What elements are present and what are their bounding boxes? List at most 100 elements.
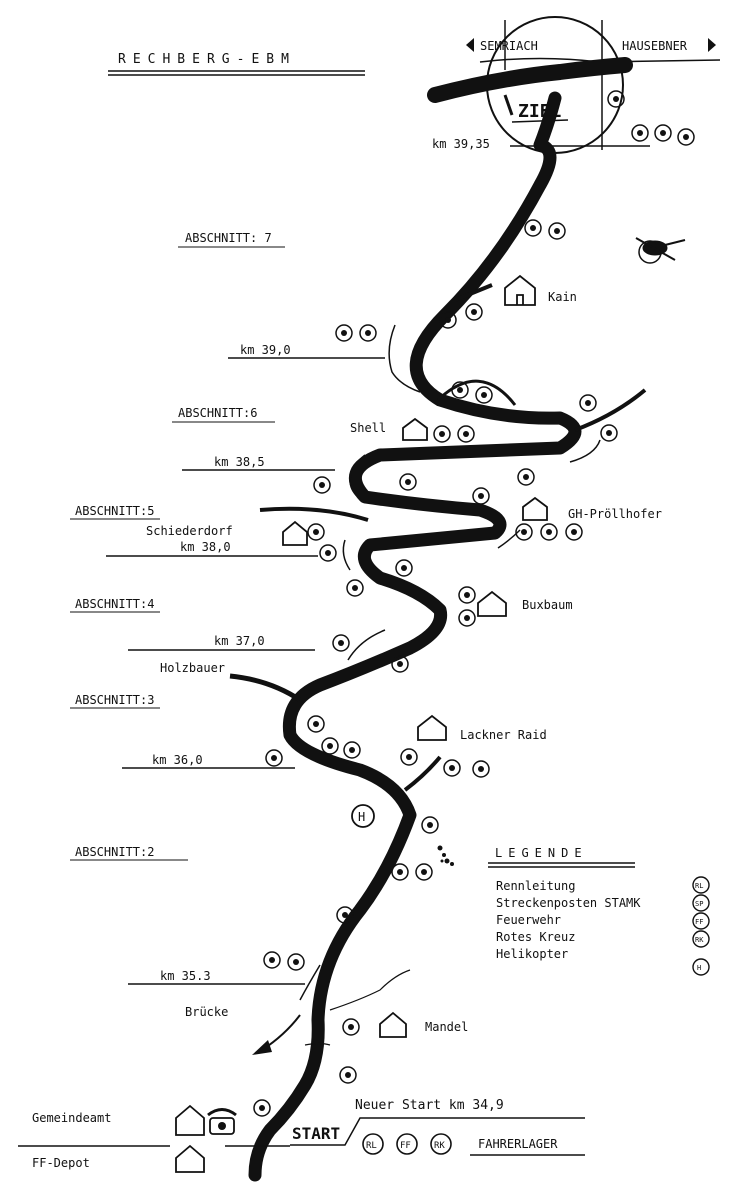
barrier-hatching xyxy=(299,324,601,1001)
post-marker-circle xyxy=(475,386,493,404)
post-marker-dot xyxy=(546,529,552,535)
post-marker-dot xyxy=(478,493,484,499)
legend-code-h: H xyxy=(697,964,701,972)
post-marker-circle xyxy=(287,953,305,971)
post-marker-dot xyxy=(365,330,371,336)
legend-code-ff: FF xyxy=(695,918,703,926)
post-marker-circle xyxy=(321,737,339,755)
post-marker-circle xyxy=(540,523,558,541)
legend-feuerwehr: Feuerwehr xyxy=(496,913,561,927)
legend-code-sp: SP xyxy=(695,900,703,908)
post-marker-circle xyxy=(458,586,476,604)
post-marker-dot xyxy=(397,869,403,875)
post-marker-dot xyxy=(571,529,577,535)
post-marker-dot xyxy=(463,431,469,437)
section-6: ABSCHNITT:6 xyxy=(178,406,257,420)
section-5: ABSCHNITT:5 xyxy=(75,504,154,518)
post-marker-circle xyxy=(391,863,409,881)
helipad-code: H xyxy=(358,810,365,824)
post-marker-circle xyxy=(433,425,451,443)
label-lackner: Lackner Raid xyxy=(460,728,547,742)
post-marker-circle xyxy=(332,634,350,652)
label-fahrerlager: FAHRERLAGER xyxy=(478,1137,558,1151)
section-7: ABSCHNITT: 7 xyxy=(185,231,272,245)
post-marker-circle xyxy=(263,951,281,969)
label-new-start: Neuer Start km 34,9 xyxy=(355,1098,504,1113)
post-marker-circle xyxy=(654,124,672,142)
label-semriach: SEMRIACH xyxy=(480,39,538,53)
legend-rennleitung: Rennleitung xyxy=(496,879,575,893)
post-marker-dot xyxy=(405,479,411,485)
post-marker-circle xyxy=(631,124,649,142)
post-marker-circle xyxy=(307,523,325,541)
post-marker-circle xyxy=(439,311,457,329)
post-marker-dot xyxy=(325,550,331,556)
label-hausebner: HAUSEBNER xyxy=(622,39,688,53)
legend-rotes-kreuz: Rotes Kreuz xyxy=(496,930,575,944)
legend-streckenposten: Streckenposten STAMK xyxy=(496,896,641,910)
post-marker-dot xyxy=(341,330,347,336)
post-marker-dot xyxy=(421,869,427,875)
post-marker-circle xyxy=(399,473,417,491)
arrow-right-icon xyxy=(708,38,716,52)
legend-title: LEGENDE xyxy=(495,846,588,860)
legend-symbols xyxy=(692,876,710,976)
start-label: START xyxy=(292,1124,340,1143)
post-marker-dot xyxy=(606,430,612,436)
crowd-icon xyxy=(437,845,454,866)
legend-code-rl: RL xyxy=(695,882,703,890)
house-icon-gemeindeamt xyxy=(175,1104,205,1136)
post-marker-dot xyxy=(259,1105,265,1111)
house-icon-lackner xyxy=(417,714,447,741)
label-proellhofer: GH-Pröllhofer xyxy=(568,507,662,521)
helipad-circle xyxy=(351,804,375,828)
post-marker-dot xyxy=(271,755,277,761)
post-marker-dot xyxy=(345,1072,351,1078)
post-marker-circle xyxy=(579,394,597,412)
post-marker-circle xyxy=(443,759,461,777)
post-marker-dot xyxy=(319,482,325,488)
post-marker-circle xyxy=(313,476,331,494)
post-marker-circle xyxy=(391,655,409,673)
post-marker-dot xyxy=(445,317,451,323)
post-marker-dot xyxy=(464,615,470,621)
post-marker-circle xyxy=(400,748,418,766)
post-marker-dot xyxy=(293,959,299,965)
post-marker-circle xyxy=(451,381,469,399)
post-marker-dot xyxy=(406,754,412,760)
post-marker-circle xyxy=(421,816,439,834)
post-marker-dot xyxy=(352,585,358,591)
section-2: ABSCHNITT:2 xyxy=(75,845,154,859)
arrow-left-icon xyxy=(466,38,474,52)
post-marker-circle xyxy=(339,1066,357,1084)
top-road xyxy=(427,57,633,103)
race-track xyxy=(248,91,582,1182)
start-post-rk: RK xyxy=(434,1141,445,1151)
post-marker-circle xyxy=(415,863,433,881)
label-holzbauer: Holzbauer xyxy=(160,661,225,675)
post-marker-circle xyxy=(342,1018,360,1036)
label-gemeindeamt: Gemeindeamt xyxy=(32,1111,111,1125)
post-marker-dot xyxy=(457,387,463,393)
post-marker-dot xyxy=(313,529,319,535)
post-marker-dot xyxy=(401,565,407,571)
post-marker-circle xyxy=(395,559,413,577)
km-39-35: km 39,35 xyxy=(432,137,490,151)
post-marker-dot xyxy=(348,1024,354,1030)
post-marker-circle xyxy=(472,487,490,505)
post-marker-dot xyxy=(349,747,355,753)
post-marker-dot xyxy=(521,529,527,535)
post-marker-dot xyxy=(397,661,403,667)
post-marker-circle xyxy=(336,906,354,924)
km-39-0: km 39,0 xyxy=(240,343,291,357)
post-marker-dot xyxy=(613,96,619,102)
km-38-0: km 38,0 xyxy=(180,540,231,554)
post-marker-circle xyxy=(265,749,283,767)
label-buxbaum: Buxbaum xyxy=(522,598,573,612)
km-36-0: km 36,0 xyxy=(152,753,203,767)
post-marker-dot xyxy=(342,912,348,918)
house-icon-schiederdorf xyxy=(282,520,308,546)
label-shell: Shell xyxy=(350,421,386,435)
legend-helikopter: Helikopter xyxy=(496,947,568,961)
